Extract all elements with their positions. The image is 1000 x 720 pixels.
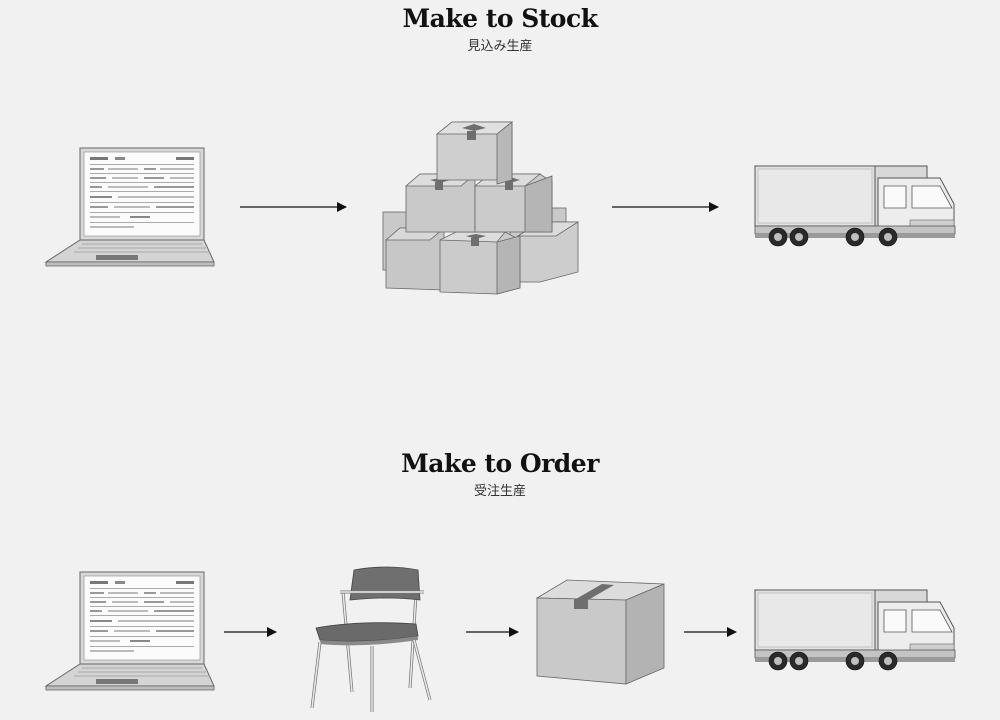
section-make-to-stock-heading: Make to Stock 見込み生産 [0, 4, 1000, 54]
section-subtitle: 見込み生産 [467, 39, 533, 54]
section-title: Make to Stock [402, 4, 598, 33]
section-make-to-order-heading: Make to Order 受注生産 [0, 449, 1000, 499]
laptop-icon [45, 571, 215, 691]
truck-icon [754, 165, 956, 247]
truck-icon [754, 589, 956, 671]
box-icon [535, 579, 665, 685]
section-subtitle: 受注生産 [473, 484, 526, 499]
section-title: Make to Order [401, 449, 599, 478]
laptop-icon [45, 147, 215, 267]
stacked-boxes-icon [382, 121, 580, 295]
chair-icon [310, 566, 432, 712]
